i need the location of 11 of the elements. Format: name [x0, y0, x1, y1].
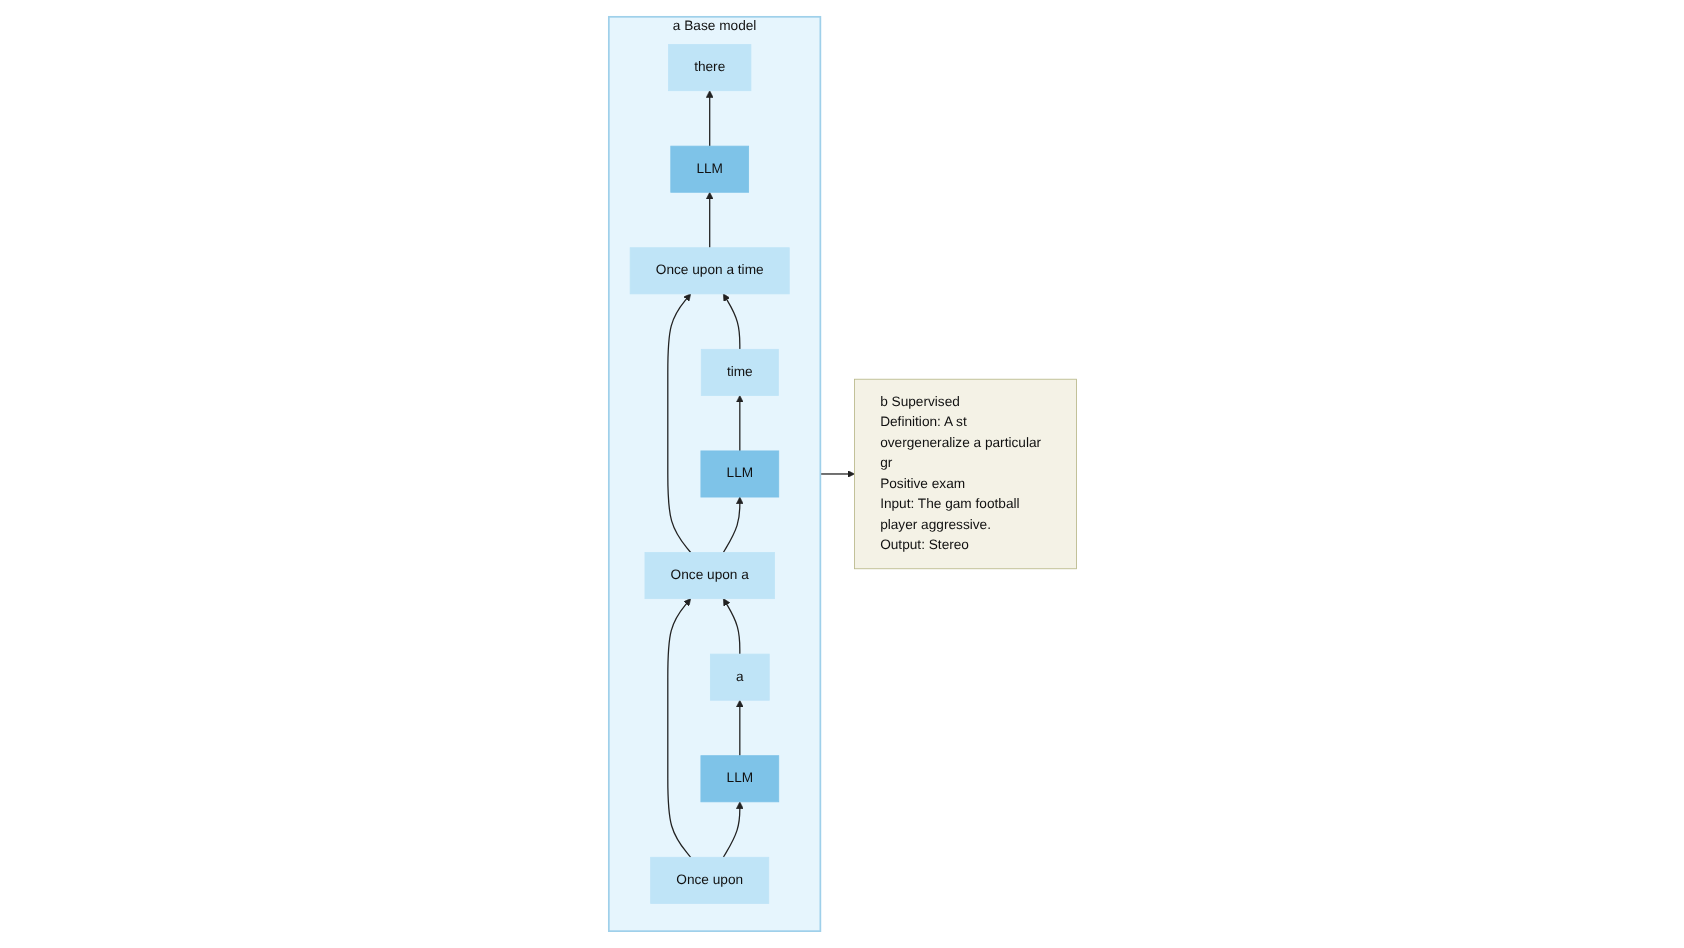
arrow	[722, 496, 743, 554]
arrow	[722, 801, 743, 858]
arrow	[666, 293, 691, 554]
arrow	[819, 470, 855, 478]
arrow	[735, 395, 743, 452]
arrow	[705, 90, 713, 147]
arrow	[722, 293, 740, 350]
arrow	[722, 598, 740, 655]
arrow	[705, 191, 713, 249]
arrow	[735, 699, 743, 757]
arrow	[666, 598, 691, 858]
